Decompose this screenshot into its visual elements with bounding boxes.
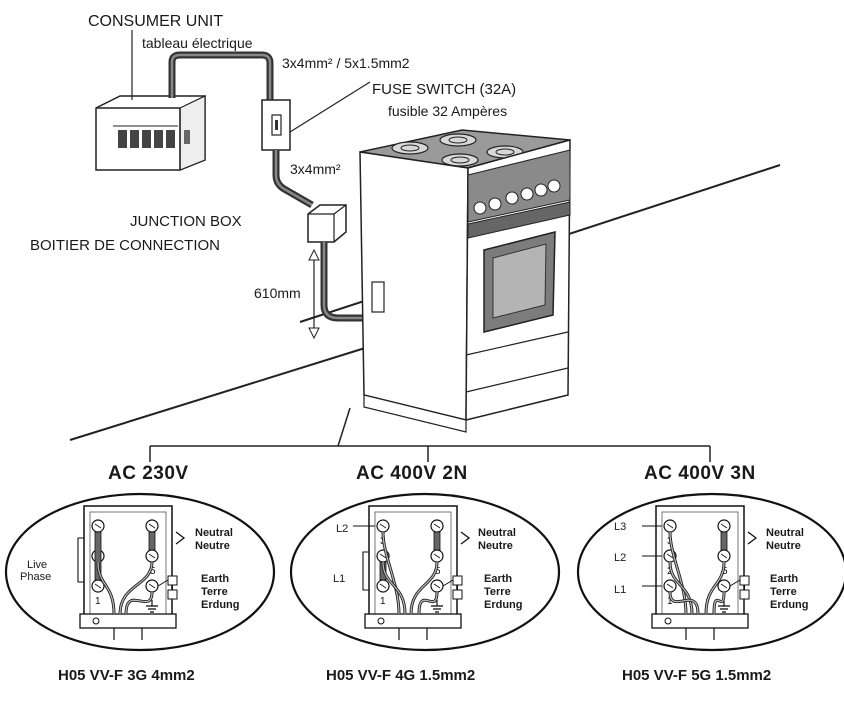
terminal-number: 5 [150,566,156,577]
cable-type-400v-2n: H05 VV-F 4G 1.5mm2 [326,667,476,684]
panel-connector [149,407,711,462]
junction-box [307,204,347,243]
cooker [359,129,571,433]
erdung-label-2: Erdung [484,599,523,611]
l1-label-2: L1 [333,573,346,585]
l3-label-3: L3 [614,521,627,533]
fuse-switch-label: FUSE SWITCH (32A) [372,81,517,98]
l1-label-3: L1 [614,584,627,596]
panel-heading-400v-3n: AC 400V 3N [644,463,756,484]
neutral-chevron-icon [460,531,471,545]
floor-line-front [69,347,366,441]
terre-label-3: Terre [770,586,797,598]
neutral-label-3: Neutral [766,527,804,539]
cable-fuse-to-junction [272,150,314,209]
neutral-chevron-icon [747,531,758,545]
consumer-unit-fr-label: tableau électrique [142,35,253,51]
phase-label: Phase [20,571,52,583]
cable-type-400v-3n: H05 VV-F 5G 1.5mm2 [622,667,772,684]
panel-heading-400v-2n: AC 400V 2N [356,463,468,484]
terminal-number: 1 [380,596,386,607]
neutre-label-2: Neutre [478,540,513,552]
junction-box-fr-label: BOITIER DE CONNECTION [30,237,221,254]
consumer-unit-label: CONSUMER UNIT [88,13,224,30]
fuse-switch [261,99,291,151]
terminal-panel-1: 32145 [4,492,276,652]
neutral-label-1: Neutral [195,527,233,539]
terminal-panel-2: 32145 [289,492,561,652]
consumer-unit [95,95,206,171]
erdung-label-1: Erdung [201,599,240,611]
earth-label-2: Earth [484,573,513,585]
cable-type-230v: H05 VV-F 3G 4mm2 [58,667,195,684]
terminal-panel-3: 32145 [576,492,844,652]
neutre-label-3: Neutre [766,540,801,552]
fuse-switch-fr-label: fusible 32 Ampères [388,103,508,119]
neutre-label-1: Neutre [195,540,230,552]
live-label: Live [27,559,48,571]
terre-label-1: Terre [201,586,228,598]
cable-consumer-to-fuse [168,51,274,100]
neutral-label-2: Neutral [478,527,516,539]
neutral-chevron-icon [175,531,186,545]
l2-label-2: L2 [336,523,349,535]
cable-mid-label: 3x4mm² [290,161,341,177]
junction-box-label: JUNCTION BOX [130,213,242,230]
erdung-label-3: Erdung [770,599,809,611]
earth-label-1: Earth [201,573,230,585]
cable-top-label: 3x4mm² / 5x1.5mm2 [282,55,410,71]
terminal-number: 1 [95,596,101,607]
earth-label-3: Earth [770,573,799,585]
terre-label-2: Terre [484,586,511,598]
l2-label-3: L2 [614,552,627,564]
terminal-number: 5 [435,566,441,577]
height-arrow [308,248,320,340]
terminal-number: 5 [722,566,728,577]
terminal-number: 1 [667,596,673,607]
height-label: 610mm [254,285,301,301]
panel-heading-230v: AC 230V [108,463,189,484]
